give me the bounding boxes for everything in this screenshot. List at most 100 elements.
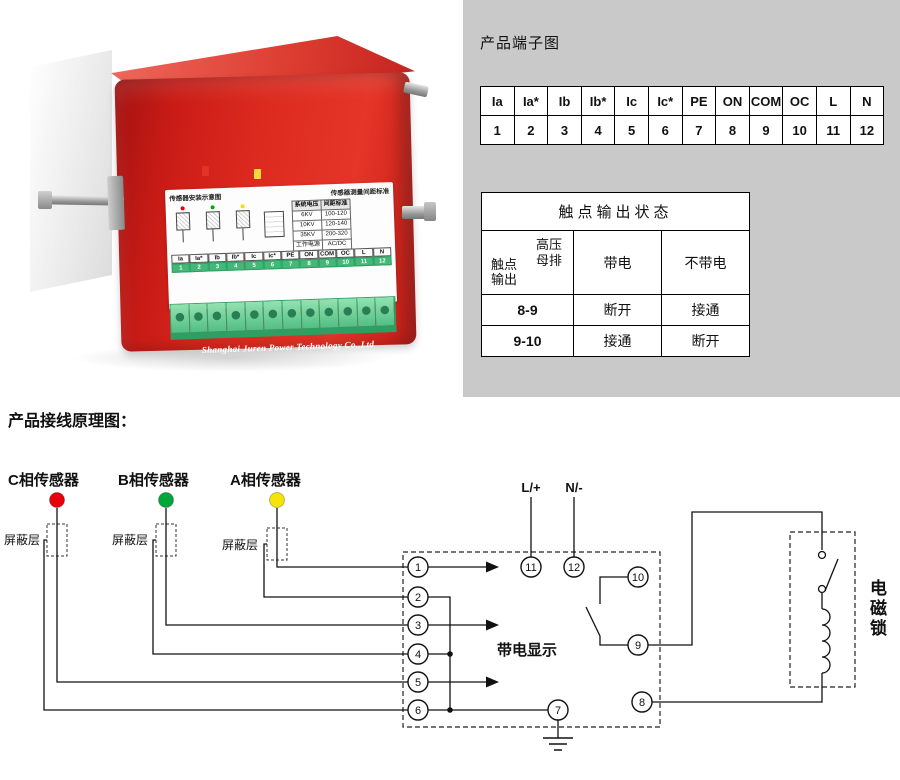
terminal-header: Ic <box>614 86 649 116</box>
mounting-plate <box>30 50 112 292</box>
ground-symbol <box>543 737 573 751</box>
red-marker <box>202 166 209 176</box>
contact-row-label: 8-9 <box>481 294 574 326</box>
terminal-number: 8 <box>715 115 750 145</box>
terminal-node-2: 2 <box>407 586 429 608</box>
contact-row-label: 9-10 <box>481 325 574 357</box>
yellow-marker <box>254 169 261 179</box>
wires <box>43 497 823 738</box>
device-outline-box <box>402 551 661 728</box>
spec-cell: 200-320 <box>321 229 352 241</box>
column-header-live: 带电 <box>573 230 662 295</box>
sensor-a-label: A相传感器 <box>230 471 302 489</box>
terminal-node-7: 7 <box>547 699 569 721</box>
contact-table-corner: 高压母排 触点输出 <box>481 230 574 295</box>
corner-bottom-label: 触点输出 <box>490 256 517 288</box>
wiring-schematic-section: 产品接线原理图： C相传感器 B相传感器 A相传感器 屏蔽层 屏蔽层 屏蔽层 L… <box>0 397 900 780</box>
svg-text:5: 5 <box>415 677 421 689</box>
live-display-label: 带电显示 <box>497 641 557 659</box>
contact-table-title: 触点输出状态 <box>481 192 750 231</box>
terminal-node-12: 12 <box>563 556 585 578</box>
terminal-number: 11 <box>815 115 851 145</box>
terminal-number: 9 <box>748 115 784 145</box>
terminal-node-6: 6 <box>407 699 429 721</box>
contact-state-cell: 接通 <box>573 325 662 357</box>
terminal-number-row: 1 2 3 4 5 6 7 8 9 10 11 12 <box>480 115 885 145</box>
terminal-header: Ia <box>480 86 515 116</box>
svg-text:7: 7 <box>555 705 561 717</box>
terminal-header: Ib <box>547 86 582 116</box>
sensor-c-label: C相传感器 <box>8 471 80 489</box>
terminal-number: 10 <box>782 115 817 145</box>
terminal-header: Ic* <box>647 86 683 116</box>
terminal-number: 3 <box>547 115 582 145</box>
terminal-header: Ia* <box>513 86 549 116</box>
terminal-map-table: Ia Ia* Ib Ib* Ic Ic* PE ON COM OC L N 1 … <box>480 86 885 145</box>
contact-table-title-row: 触点输出状态 <box>481 192 750 231</box>
terminal-node-8: 8 <box>631 691 653 713</box>
svg-text:6: 6 <box>415 705 421 717</box>
label-title-spacing: 传感器测量间距标准 <box>330 188 390 198</box>
shield-label-a: 屏蔽层 <box>222 538 258 552</box>
terminal-info-panel: 产品端子图 Ia Ia* Ib Ib* Ic Ic* PE ON COM OC … <box>463 0 900 397</box>
column-header-dead: 不带电 <box>661 230 750 295</box>
schematic-title: 产品接线原理图： <box>8 413 137 430</box>
spec-cell: 100-120 <box>321 209 351 221</box>
spec-header-cell: 系统电压 <box>291 200 322 212</box>
svg-text:9: 9 <box>635 640 641 652</box>
svg-text:2: 2 <box>415 592 421 604</box>
svg-text:12: 12 <box>568 562 580 574</box>
wiring-schematic: C相传感器 B相传感器 A相传感器 屏蔽层 屏蔽层 屏蔽层 L/+ N/- <box>4 471 856 751</box>
contact-table-header-row: 高压母排 触点输出 带电 不带电 <box>481 230 750 295</box>
lock-label: 电磁锁 <box>867 579 886 639</box>
power-n-label: N/- <box>565 480 582 495</box>
spec-cell: 120-140 <box>321 219 351 231</box>
contact-state-cell: 接通 <box>661 294 750 326</box>
svg-text:4: 4 <box>415 649 421 661</box>
terminal-node-5: 5 <box>407 671 429 693</box>
terminal-number: 7 <box>681 115 717 145</box>
right-screw-head <box>424 202 436 221</box>
panel-title: 产品端子图 <box>480 35 561 52</box>
sensor-c-dot <box>49 492 65 508</box>
terminal-node-4: 4 <box>407 643 429 665</box>
corner-top-label: 高压母排 <box>535 237 562 268</box>
terminal-number: 2 <box>513 115 549 145</box>
terminal-number: 1 <box>480 115 515 145</box>
terminal-header: N <box>849 86 885 116</box>
terminal-node-9: 9 <box>627 634 649 656</box>
mounting-bracket <box>107 175 125 231</box>
contact-row-9-10: 9-10 接通 断开 <box>481 325 750 357</box>
terminal-header-row: Ia Ia* Ib Ib* Ic Ic* PE ON COM OC L N <box>480 86 885 116</box>
junction-dot <box>447 707 453 713</box>
label-title-install: 传感器安装示意图 <box>169 194 222 203</box>
sensor-a-dot <box>269 492 285 508</box>
junction-dot <box>447 651 453 657</box>
svg-text:10: 10 <box>632 572 644 584</box>
lock-internals <box>817 532 839 687</box>
contact-row-8-9: 8-9 断开 接通 <box>481 294 750 326</box>
svg-text:3: 3 <box>415 620 421 632</box>
mounting-screw-head <box>38 191 52 209</box>
terminal-node-1: 1 <box>407 556 429 578</box>
svg-text:11: 11 <box>525 562 536 574</box>
sensor-b-dot <box>158 492 174 508</box>
terminal-node-10: 10 <box>627 566 649 588</box>
contact-state-cell: 断开 <box>661 325 750 357</box>
signal-arrows <box>486 561 499 688</box>
contact-output-table: 触点输出状态 高压母排 触点输出 带电 不带电 8-9 断开 接通 9-10 接… <box>481 192 750 357</box>
terminal-header: ON <box>715 86 750 116</box>
terminal-number: 5 <box>614 115 649 145</box>
terminal-header: PE <box>681 86 717 116</box>
svg-text:8: 8 <box>639 697 645 709</box>
terminal-header: Ib* <box>580 86 616 116</box>
shield-label-c: 屏蔽层 <box>4 533 40 547</box>
contact-state-cell: 断开 <box>573 294 662 326</box>
terminal-header: L <box>815 86 851 116</box>
terminal-node-3: 3 <box>407 614 429 636</box>
spec-header-cell: 间距标准 <box>320 199 351 211</box>
terminal-number: 6 <box>647 115 683 145</box>
